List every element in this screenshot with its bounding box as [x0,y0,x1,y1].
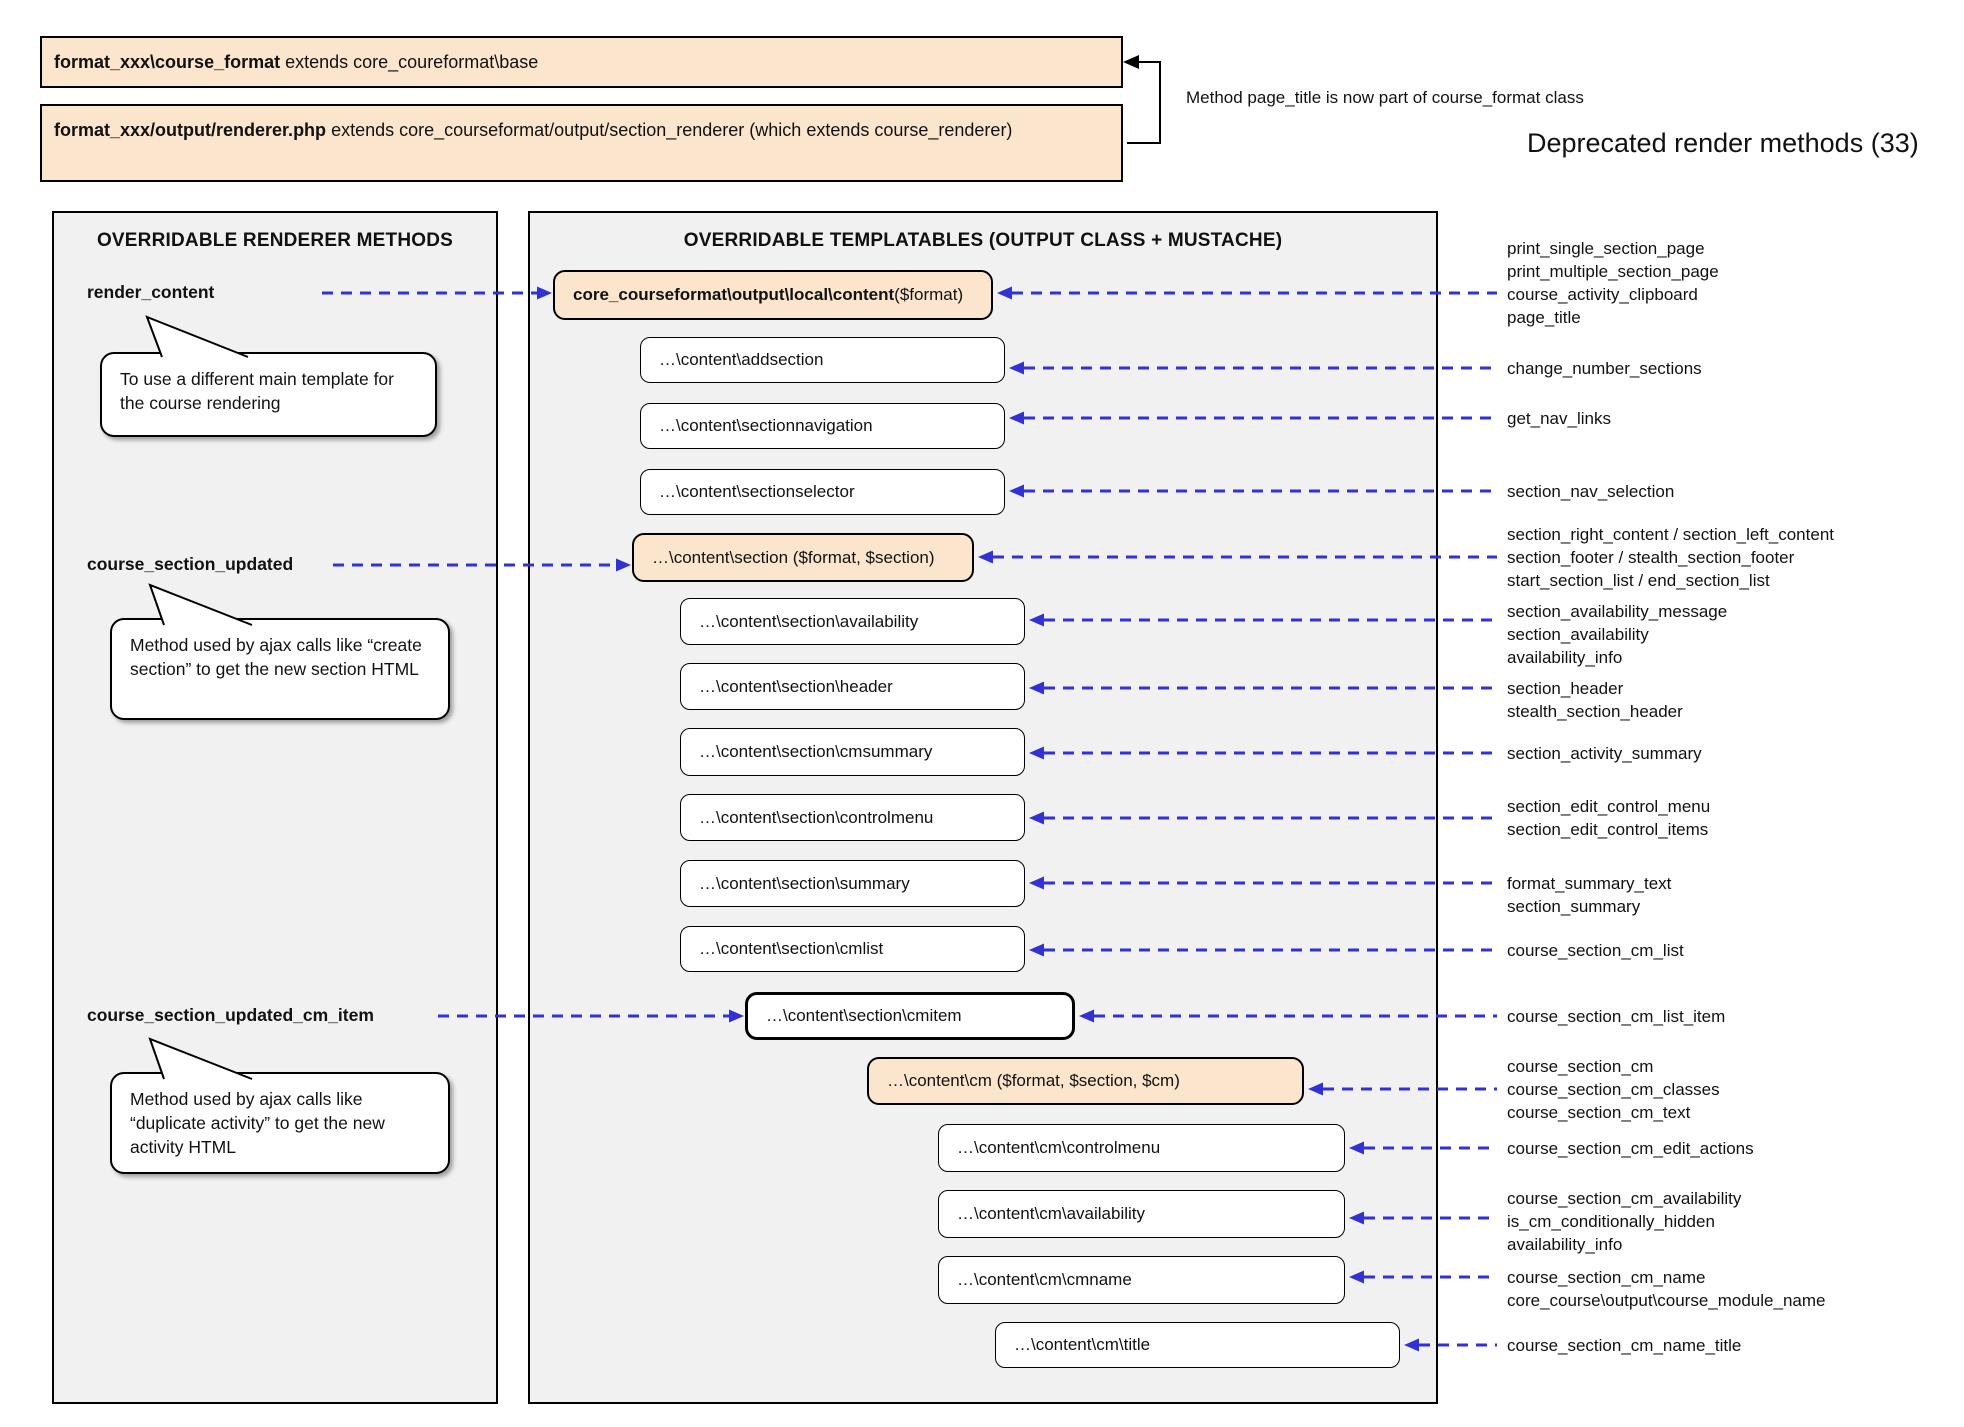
templatable-box-cm-availability: …\content\cm\availability [938,1190,1345,1238]
templatable-box-section-header: …\content\section\header [680,663,1025,710]
class-extends: extends core_courseformat/output/section… [326,120,1013,140]
templatable-box-section-summary: …\content\section\summary [680,860,1025,907]
templatable-box-section: …\content\section ($format, $section) [632,533,974,582]
deprecated-group-cm-cmname: course_section_cm_name core_course\outpu… [1507,1268,1826,1310]
templatable-box-section-cmitem: …\content\section\cmitem [745,992,1075,1040]
templatable-box-section-availability: …\content\section\availability [680,598,1025,645]
deprecated-group-section-availability: section_availability_message section_ava… [1507,602,1728,667]
deprecated-group-section-cmsummary: section_activity_summary [1507,744,1702,763]
box-label: …\content\section\summary [699,873,910,893]
deprecated-group-cm-title: course_section_cm_name_title [1507,1336,1742,1355]
templatable-box-sectionnavigation: …\content\sectionnavigation [640,403,1005,449]
box-label: …\content\sectionselector [659,482,855,501]
speech-bubble-course-section-updated: Method used by ajax calls like “create s… [110,618,450,720]
renderer-methods-panel-title: OVERRIDABLE RENDERER METHODS [96,230,454,251]
templatable-box-section-controlmenu: …\content\section\controlmenu [680,794,1025,841]
bracket-note: Method page_title is now part of course_… [1186,88,1584,107]
templatable-box-section-cmsummary: …\content\section\cmsummary [680,728,1025,776]
templatable-box-cm-controlmenu: …\content\cm\controlmenu [938,1124,1345,1172]
method-label-course-section-updated: course_section_updated [87,554,294,574]
deprecated-group-sectionselector: section_nav_selection [1507,482,1675,501]
deprecated-methods-title: Deprecated render methods (33) [1527,128,1919,158]
class-name: format_xxx\course_format [54,52,281,72]
box-label: …\content\section ($format, $section) [652,547,935,567]
templatable-box-cm-title: …\content\cm\title [995,1322,1400,1368]
box-label: …\content\cm ($format, $section, $cm) [887,1071,1180,1090]
class-extends: extends core_coureformat\base [280,52,539,72]
box-label: …\content\section\cmlist [699,939,884,958]
box-label: …\content\cm\availability [957,1204,1146,1223]
class-name: format_xxx/output/renderer.php [54,120,327,140]
templatable-box-cm-cmname: …\content\cm\cmname [938,1256,1345,1304]
templatable-box-addsection: …\content\addsection [640,337,1005,383]
deprecated-group-cm: course_section_cm course_section_cm_clas… [1507,1057,1720,1122]
deprecated-group-addsection: change_number_sections [1507,359,1702,378]
speech-bubble-course-section-updated-cm-item: Method used by ajax calls like “duplicat… [110,1072,450,1174]
box-label: …\content\section\cmsummary [699,742,933,761]
box-label: …\content\section\availability [699,611,919,631]
box-label: …\content\cm\title [1014,1335,1151,1354]
box-label: …\content\section\cmitem [766,1006,962,1025]
templatable-box-sectionselector: …\content\sectionselector [640,469,1005,515]
box-label: …\content\cm\cmname [957,1270,1132,1289]
box-label: …\content\addsection [659,350,824,369]
box-label: …\content\section\controlmenu [699,807,934,827]
method-label-course-section-updated-cm-item: course_section_updated_cm_item [87,1005,374,1025]
speech-bubble-render-content: To use a different main template for the… [100,352,437,437]
box-label: …\content\sectionnavigation [659,416,873,435]
templatable-box-section-cmlist: …\content\section\cmlist [680,926,1025,972]
deprecated-group-cm-availability: course_section_cm_availability is_cm_con… [1507,1189,1742,1254]
deprecated-group-sectionnavigation: get_nav_links [1507,409,1611,428]
deprecated-group-cm-controlmenu: course_section_cm_edit_actions [1507,1139,1754,1158]
deprecated-group-section-header: section_header stealth_section_header [1507,679,1683,721]
method-label-render-content: render_content [87,282,215,302]
box-label-param: ($format) [894,285,964,304]
deprecated-group-section-summary: format_summary_text section_summary [1507,874,1672,916]
header-class-box-course-format: format_xxx\course_format extends core_co… [40,36,1123,88]
templatables-panel-title: OVERRIDABLE TEMPLATABLES (OUTPUT CLASS +… [683,230,1283,251]
header-class-box-renderer: format_xxx/output/renderer.php extends c… [40,104,1123,182]
templatable-box-cm: …\content\cm ($format, $section, $cm) [867,1057,1304,1105]
deprecated-group-section-controlmenu: section_edit_control_menu section_edit_c… [1507,797,1711,839]
box-label: …\content\section\header [699,676,893,696]
deprecated-group-section-cmlist: course_section_cm_list [1507,941,1684,960]
box-label: …\content\cm\controlmenu [957,1138,1161,1157]
deprecated-group-content: print_single_section_page print_multiple… [1507,239,1719,327]
box-label: core_courseformat\output\local\content [573,285,895,304]
deprecated-group-section-cmitem: course_section_cm_list_item [1507,1007,1726,1026]
templatable-box-content: core_courseformat\output\local\content (… [553,270,993,320]
deprecated-group-section: section_right_content / section_left_con… [1507,525,1834,590]
